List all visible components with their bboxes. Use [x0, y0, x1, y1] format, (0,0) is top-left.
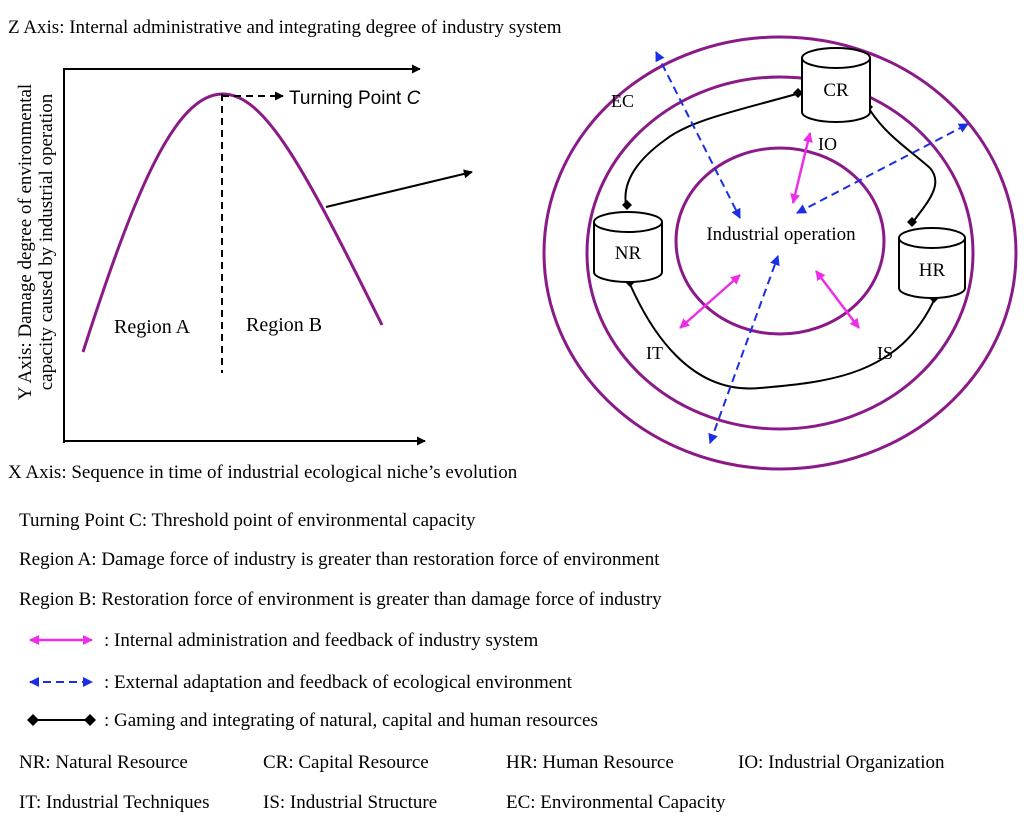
label-is: IS	[877, 343, 893, 363]
abbrev-io: IO: Industrial Organization	[738, 752, 945, 773]
cylinder-hr: HR	[898, 227, 966, 299]
legend-magenta-text: : Internal administration and feedback o…	[104, 630, 538, 651]
center-label: Industrial operation	[706, 224, 856, 245]
magenta-arrow-is	[815, 270, 860, 329]
middle-ring	[585, 75, 975, 431]
loop-cr-to-hr	[867, 106, 937, 223]
turning-point-letter: C	[407, 88, 421, 109]
legend-diamond-left-icon	[27, 714, 39, 726]
label-io: IO	[818, 134, 837, 154]
legend-diamond-right-icon	[84, 714, 96, 726]
left-plot: Z Axis: Internal administrative and inte…	[8, 17, 562, 483]
damage-curve	[81, 92, 384, 353]
node-nr-label: NR	[615, 243, 642, 264]
abbrev-nr: NR: Natural Resource	[19, 752, 188, 773]
legend-black-text: : Gaming and integrating of natural, cap…	[104, 710, 598, 731]
x-axis-label: X Axis: Sequence in time of industrial e…	[8, 462, 518, 483]
abbrev-cr: CR: Capital Resource	[263, 752, 429, 773]
abbrev-it: IT: Industrial Techniques	[19, 792, 210, 813]
label-it: IT	[646, 343, 663, 363]
outer-ring	[542, 35, 1018, 471]
cylinder-nr: NR	[593, 211, 663, 283]
z-axis-label: Z Axis: Internal administrative and inte…	[8, 17, 562, 38]
turning-point-label: Turning Point C	[289, 88, 421, 109]
inner-ring	[674, 146, 886, 336]
label-ec: EC	[611, 91, 634, 111]
abbrev-hr: HR: Human Resource	[506, 752, 674, 773]
diamond-nr-top	[622, 200, 632, 210]
y-axis-label-line2: capacity caused by industrial operation	[36, 93, 57, 390]
blue-arrow-upper-left	[655, 51, 741, 219]
y-axis-label-line1: Y Axis: Damage degree of environmental	[15, 84, 36, 400]
connector-arrow	[325, 169, 473, 208]
circle-diagram: Industrial operation CR NR HR	[542, 35, 1018, 471]
blue-arrow-upper-right	[796, 123, 969, 214]
magenta-arrow-io	[790, 132, 813, 204]
region-b-label: Region B	[246, 314, 322, 336]
blue-arrow-bottom	[708, 255, 780, 444]
node-cr-label: CR	[823, 80, 849, 101]
diamond-hr-top	[907, 217, 917, 227]
abbrev-ec: EC: Environmental Capacity	[506, 792, 726, 813]
legend-blue-text: : External adaptation and feedback of ec…	[104, 672, 573, 693]
legend: Turning Point C: Threshold point of envi…	[19, 510, 945, 813]
region-a-label: Region A	[114, 316, 191, 338]
legend-turning-point: Turning Point C: Threshold point of envi…	[19, 510, 476, 531]
magenta-arrow-it	[679, 274, 741, 329]
legend-region-b: Region B: Restoration force of environme…	[19, 589, 662, 610]
legend-region-a: Region A: Damage force of industry is gr…	[19, 549, 660, 570]
abbrev-is: IS: Industrial Structure	[263, 792, 437, 813]
diamond-cr-left	[793, 88, 803, 98]
node-hr-label: HR	[919, 260, 946, 281]
cylinder-cr: CR	[801, 47, 871, 123]
turning-point-text: Turning Point	[289, 88, 407, 109]
